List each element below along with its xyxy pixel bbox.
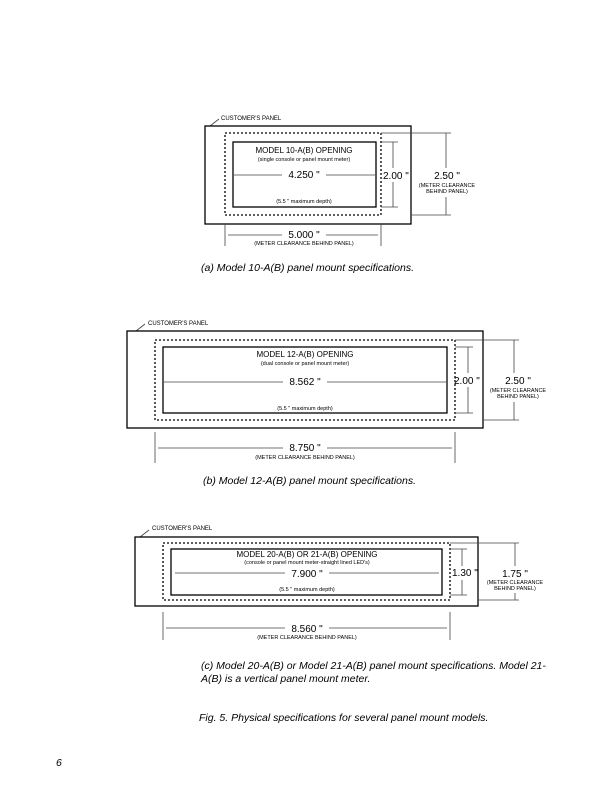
panel-leader (139, 529, 150, 538)
opening-subtitle: (single console or panel mount meter) (258, 157, 350, 163)
caption-b: (b) Model 12-A(B) panel mount specificat… (203, 475, 416, 487)
opening-width: 4.250 " (288, 170, 320, 181)
clearance-note: (METER CLEARANCE (419, 183, 476, 189)
caption-c-line-2: A(B) is a vertical panel mount meter. (200, 673, 370, 685)
clearance-height: 1.75 " (502, 569, 528, 580)
opening-subtitle: (dual console or panel mount meter) (261, 361, 350, 367)
opening-title: MODEL 12-A(B) OPENING (256, 350, 353, 359)
panel-leader (135, 323, 146, 332)
clearance-width: 8.750 " (289, 443, 321, 454)
opening-subtitle: (console or panel mount meter-straight l… (244, 560, 370, 566)
diagram-model-12: CUSTOMER'S PANEL MODEL 12-A(B) OPENING (… (126, 321, 547, 487)
page-number: 6 (56, 757, 62, 769)
max-depth: (5.5 " maximum depth) (277, 406, 333, 412)
clearance-note: BEHIND PANEL) (494, 586, 536, 592)
opening-height: 2.00 " (454, 376, 480, 387)
max-depth: (5.5 " maximum depth) (279, 587, 335, 593)
opening-width: 8.562 " (289, 377, 321, 388)
opening-height: 1.30 " (452, 568, 478, 579)
clearance-width-note: (METER CLEARANCE BEHIND PANEL) (257, 635, 357, 641)
opening-title: MODEL 10-A(B) OPENING (255, 146, 352, 155)
figure-caption: Fig. 5. Physical specifications for seve… (199, 712, 488, 724)
clearance-width: 5.000 " (288, 230, 320, 241)
clearance-width-note: (METER CLEARANCE BEHIND PANEL) (255, 455, 355, 461)
clearance-outline (224, 132, 382, 216)
clearance-outline (154, 339, 456, 421)
panel-leader (209, 118, 220, 127)
panel-label: CUSTOMER'S PANEL (148, 321, 209, 327)
customer-panel (134, 536, 479, 607)
clearance-height: 2.50 " (434, 171, 460, 182)
opening (162, 346, 448, 414)
customer-panel (126, 330, 484, 429)
opening (170, 548, 443, 596)
caption-c-line-1: (c) Model 20-A(B) or Model 21-A(B) panel… (201, 660, 546, 672)
clearance-note: BEHIND PANEL) (497, 394, 539, 400)
clearance-width: 8.560 " (291, 624, 323, 635)
panel-label: CUSTOMER'S PANEL (152, 526, 213, 532)
opening-height: 2.00 " (383, 171, 409, 182)
customer-panel (204, 125, 412, 225)
panel-label: CUSTOMER'S PANEL (221, 116, 282, 122)
clearance-note: (METER CLEARANCE (490, 388, 547, 394)
clearance-note: BEHIND PANEL) (426, 189, 468, 195)
clearance-height: 2.50 " (505, 376, 531, 387)
opening (232, 141, 377, 208)
clearance-width-note: (METER CLEARANCE BEHIND PANEL) (254, 241, 354, 247)
caption-a: (a) Model 10-A(B) panel mount specificat… (201, 262, 414, 274)
clearance-note: (METER CLEARANCE (487, 580, 544, 586)
diagram-model-20-21: CUSTOMER'S PANEL MODEL 20-A(B) OR 21-A(B… (134, 526, 546, 685)
max-depth: (5.5 " maximum depth) (276, 199, 332, 205)
diagram-model-10: CUSTOMER'S PANEL MODEL 10-A(B) OPENING (… (201, 116, 475, 274)
opening-title: MODEL 20-A(B) OR 21-A(B) OPENING (236, 550, 377, 559)
opening-width: 7.900 " (291, 569, 323, 580)
